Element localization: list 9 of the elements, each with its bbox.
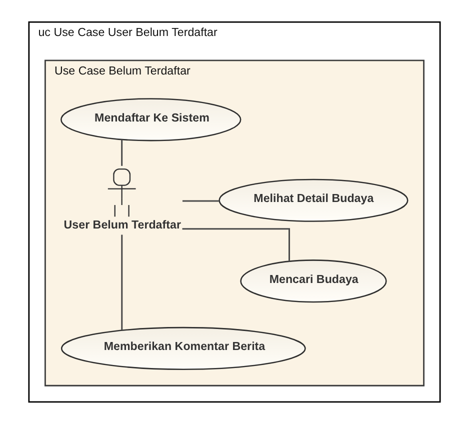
- connector: [182, 200, 219, 202]
- node-label: User Belum Terdaftar: [64, 218, 181, 232]
- node-ellipse: Mendaftar Ke Sistem: [60, 98, 242, 142]
- connector: [121, 234, 123, 330]
- node-ellipse: Melihat Detail Budaya: [218, 178, 408, 222]
- node-ellipse: Memberikan Komentar Berita: [61, 326, 306, 370]
- node-ellipse: Mencari Budaya: [240, 260, 387, 303]
- connector: [182, 228, 290, 262]
- connector: [121, 140, 123, 166]
